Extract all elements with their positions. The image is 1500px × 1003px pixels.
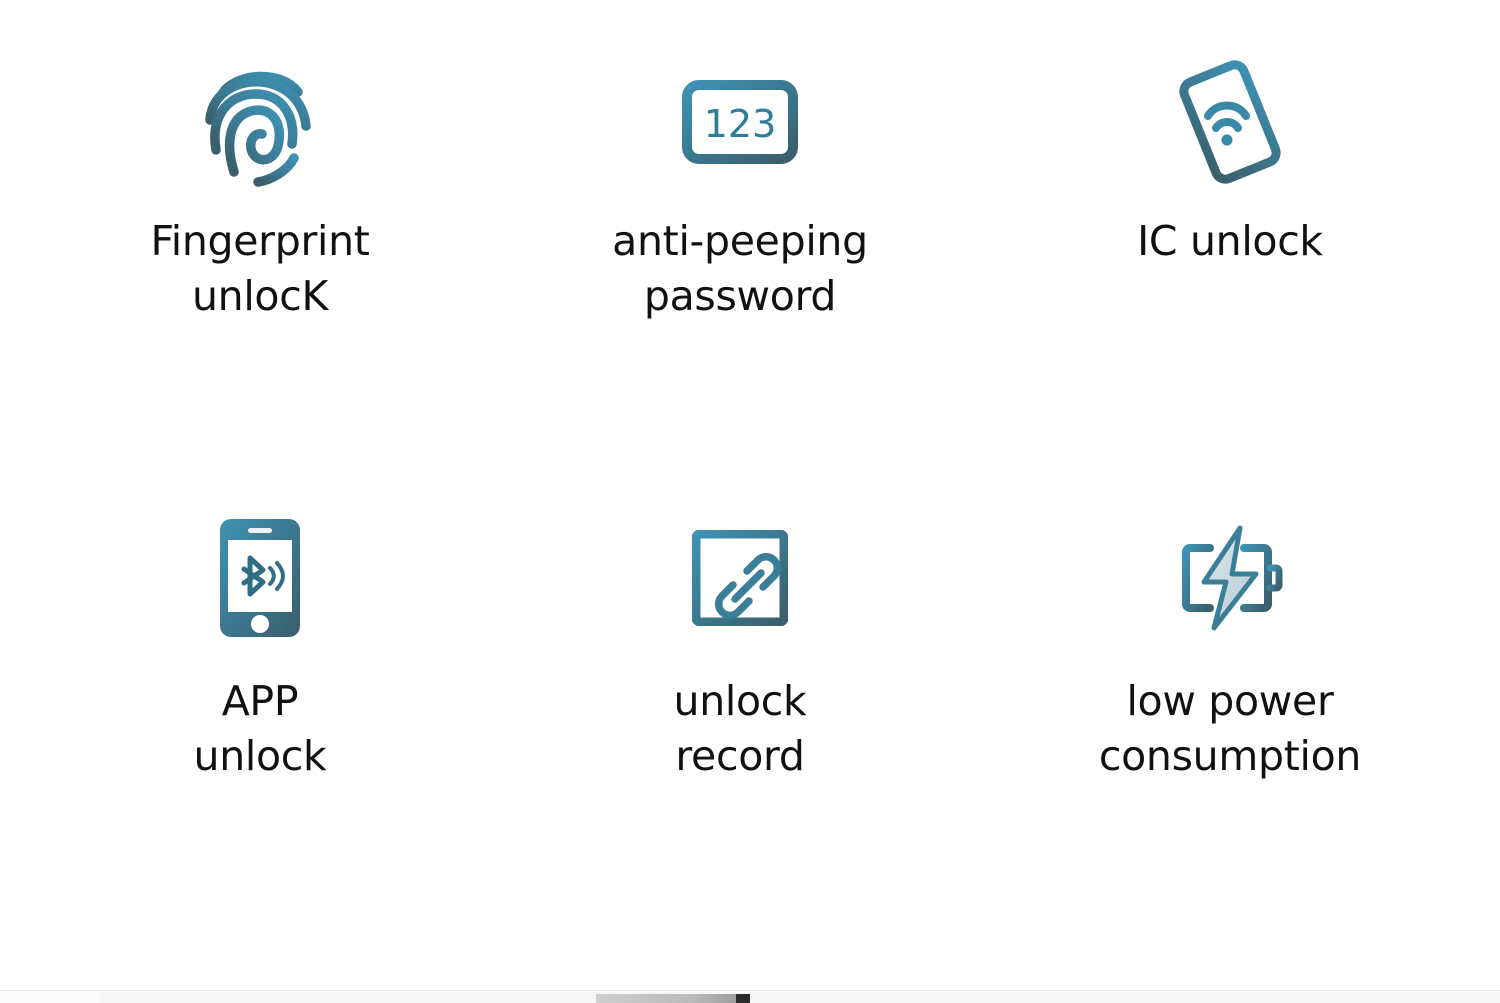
fingerprint-icon bbox=[196, 52, 324, 192]
feature-item-fingerprint-unlock[interactable]: Fingerprint unlocK bbox=[90, 52, 430, 324]
bottom-strip-left-segment bbox=[0, 991, 100, 1003]
bottom-partial-element-cap bbox=[736, 994, 750, 1003]
svg-text:123: 123 bbox=[704, 102, 777, 146]
feature-item-ic-unlock[interactable]: IC unlock bbox=[1060, 52, 1400, 269]
feature-label: APP unlock bbox=[193, 677, 327, 780]
feature-label: anti-peeping password bbox=[612, 217, 868, 320]
smartphone-bluetooth-icon bbox=[217, 508, 303, 648]
nfc-card-icon bbox=[1170, 52, 1290, 192]
feature-label: IC unlock bbox=[1137, 217, 1323, 265]
feature-item-app-unlock[interactable]: APP unlock bbox=[90, 508, 430, 784]
feature-item-unlock-record[interactable]: unlock record bbox=[570, 508, 910, 784]
bottom-strip bbox=[0, 991, 1500, 1003]
numeric-keypad-123-icon: 123 bbox=[682, 52, 798, 192]
bottom-divider bbox=[0, 990, 1500, 991]
feature-item-low-power-consumption[interactable]: low power consumption bbox=[1060, 508, 1400, 784]
bottom-partial-element bbox=[596, 994, 736, 1003]
feature-label: unlock record bbox=[673, 677, 807, 780]
feature-label: Fingerprint unlocK bbox=[150, 217, 370, 320]
feature-item-anti-peeping-password[interactable]: 123 anti-peeping password bbox=[570, 52, 910, 324]
battery-lightning-icon bbox=[1170, 508, 1290, 648]
chain-link-square-icon bbox=[692, 508, 788, 648]
feature-label: low power consumption bbox=[1098, 677, 1362, 780]
